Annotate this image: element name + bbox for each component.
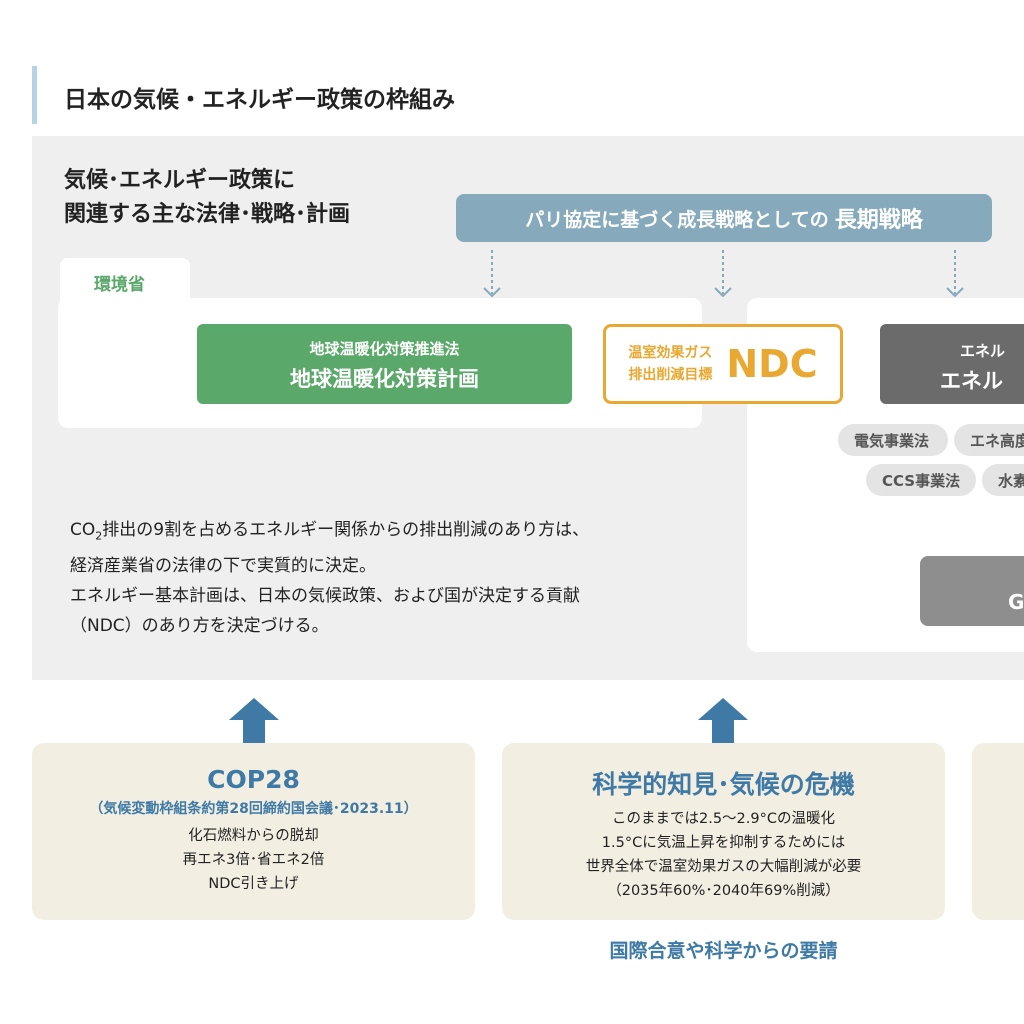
ndc-label: NDC <box>726 342 818 386</box>
card-title: COP28 <box>207 765 300 794</box>
co2-text: CO <box>70 520 96 540</box>
card-subtitle: （気候変動枠組条約第28回締約国会議･2023.11） <box>89 801 418 817</box>
heading-line-2: 関連する主な法律･戦略･計画 <box>64 202 351 227</box>
law-chip: CCS事業法 <box>866 464 976 496</box>
title-accent-bar <box>32 66 37 124</box>
plan-name: 地球温暖化対策計画 <box>290 367 479 391</box>
energy-line-1: エネル <box>960 342 1006 360</box>
law-name: 地球温暖化対策推進法 <box>309 340 460 358</box>
law-chip: エネ高度 <box>954 424 1024 456</box>
heading-line-1: 気候･エネルギー政策に <box>64 168 296 193</box>
body-line-3: エネルギー基本計画は、日本の気候政策、および国が決定する貢献 <box>70 586 580 607</box>
ndc-line-1: 温室効果ガス <box>628 345 713 361</box>
dotted-arrow-down-icon <box>483 250 501 298</box>
energy-plan-box: エネル エネル <box>880 324 1024 404</box>
global-warming-plan-box: 地球温暖化対策推進法 地球温暖化対策計画 <box>197 324 572 404</box>
body-line-1: 排出の9割を占めるエネルギー関係からの排出削減のあり方は、 <box>102 520 590 540</box>
card-line: 1.5°Cに気温上昇を抑制するためには <box>601 835 846 851</box>
card-title: 科学的知見･気候の危機 <box>592 770 855 799</box>
arrow-up-icon <box>698 698 748 744</box>
card-line: 化石燃料からの脱却 <box>188 828 319 844</box>
card-line: 世界全体で温室効果ガスの大幅削減が必要 <box>585 859 862 875</box>
long-term-label: 長期戦略 <box>834 208 923 233</box>
card-line: このままでは2.5〜2.9°Cの温暖化 <box>612 811 835 827</box>
ndc-line-2: 排出削減目標 <box>628 367 713 383</box>
energy-line-2: エネル <box>940 369 1003 393</box>
explanation-text: CO2排出の9割を占めるエネルギー関係からの排出削減のあり方は、 経済産業省の法… <box>70 515 589 641</box>
dotted-arrow-down-icon <box>946 250 964 298</box>
co2-subscript: 2 <box>95 529 103 543</box>
law-chip: 電気事業法 <box>838 424 948 456</box>
law-chip: 水素 <box>982 464 1024 496</box>
arrow-up-icon <box>229 698 279 744</box>
panel-heading: 気候･エネルギー政策に 関連する主な法律･戦略･計画 <box>64 164 350 232</box>
card-line: 再エネ3倍･省エネ2倍 <box>182 852 325 868</box>
card-line: （2035年60%･2040年69%削減） <box>607 883 840 899</box>
dotted-arrow-down-icon <box>714 250 732 298</box>
science-card: 科学的知見･気候の危機 このままでは2.5〜2.9°Cの温暖化 1.5°Cに気温… <box>502 743 945 920</box>
ndc-box: 温室効果ガス排出削減目標 NDC <box>603 324 843 404</box>
cop28-card: COP28 （気候変動枠組条約第28回締約国会議･2023.11） 化石燃料から… <box>32 743 475 920</box>
body-line-4: （NDC）のあり方を決定づける。 <box>70 616 329 637</box>
page-title: 日本の気候・エネルギー政策の枠組み <box>64 87 455 113</box>
body-line-2: 経済産業省の法律の下で実質的に決定。 <box>70 556 376 577</box>
gx-box: G <box>920 556 1024 626</box>
long-term-strategy: パリ協定に基づく成長戦略としての 長期戦略 <box>456 194 992 242</box>
long-term-prefix: パリ協定に基づく成長戦略としての <box>525 208 829 231</box>
card-line: NDC引き上げ <box>208 876 299 892</box>
footer-caption: 国際合意や科学からの要請 <box>609 940 838 962</box>
ministry-tab: 環境省 <box>60 258 190 302</box>
third-card <box>972 743 1024 920</box>
